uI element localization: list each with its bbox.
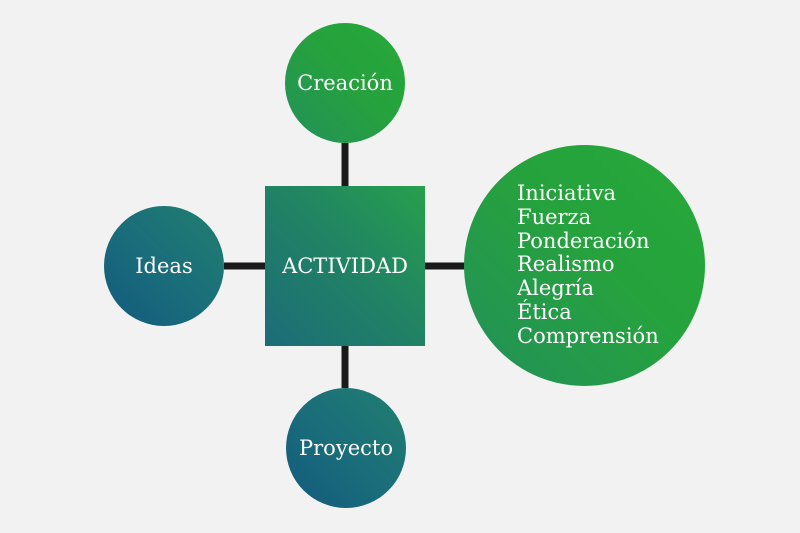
node-proyecto: Proyecto [286,388,406,508]
quality-item: Comprensión [517,323,659,348]
quality-item: Alegría [517,276,595,301]
quality-item: Ponderación [517,228,650,253]
node-ideas: Ideas [104,206,224,326]
node-creacion-label: Creación [297,71,393,95]
node-creacion: Creación [285,23,405,143]
node-ideas-label: Ideas [135,254,193,278]
node-proyecto-label: Proyecto [299,436,393,460]
quality-item: Fuerza [517,204,592,229]
quality-item: Realismo [517,252,615,277]
node-actividad: ACTIVIDAD [265,186,425,346]
quality-item: Iniciativa [517,181,617,205]
node-actividad-label: ACTIVIDAD [282,254,408,278]
quality-item: Ética [517,299,572,324]
